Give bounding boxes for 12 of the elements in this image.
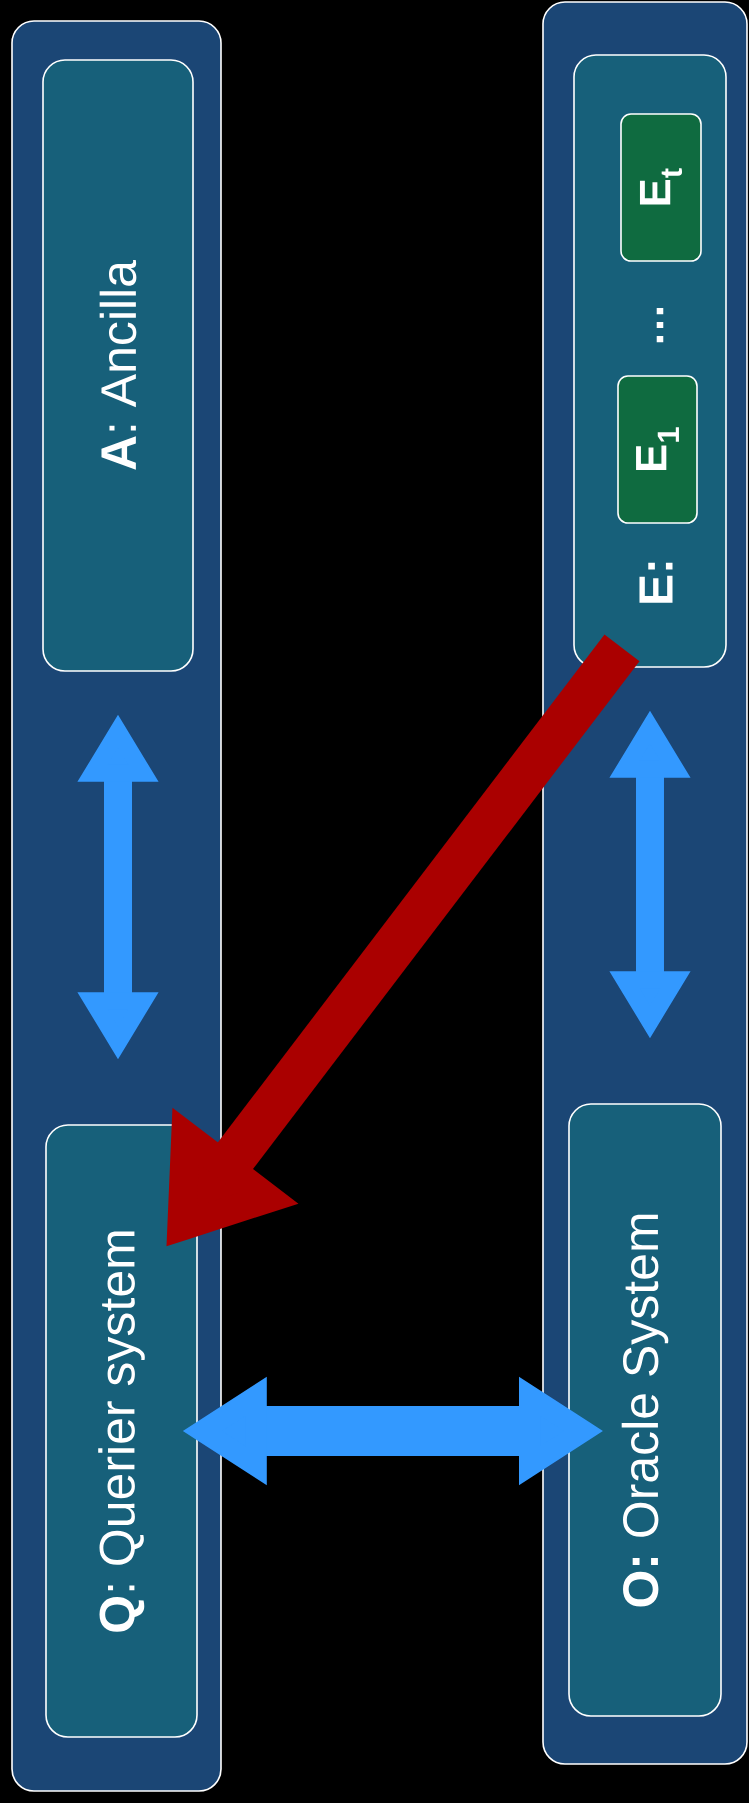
component-box xyxy=(617,375,698,524)
system-box xyxy=(568,1103,722,1717)
box-label: Q: Querier system xyxy=(98,1231,145,1632)
component-box xyxy=(620,113,702,262)
box-label: A: Ancilla xyxy=(99,260,137,470)
box-label: E$_{1}$ xyxy=(636,427,679,471)
box-label: E$_{t}$ xyxy=(639,168,682,205)
box-label: E: xyxy=(639,562,673,603)
system-box xyxy=(45,1124,198,1738)
system-box xyxy=(42,59,194,672)
box-label: O: Oracle System xyxy=(621,1214,669,1607)
ellipsis-text: … xyxy=(656,308,664,343)
